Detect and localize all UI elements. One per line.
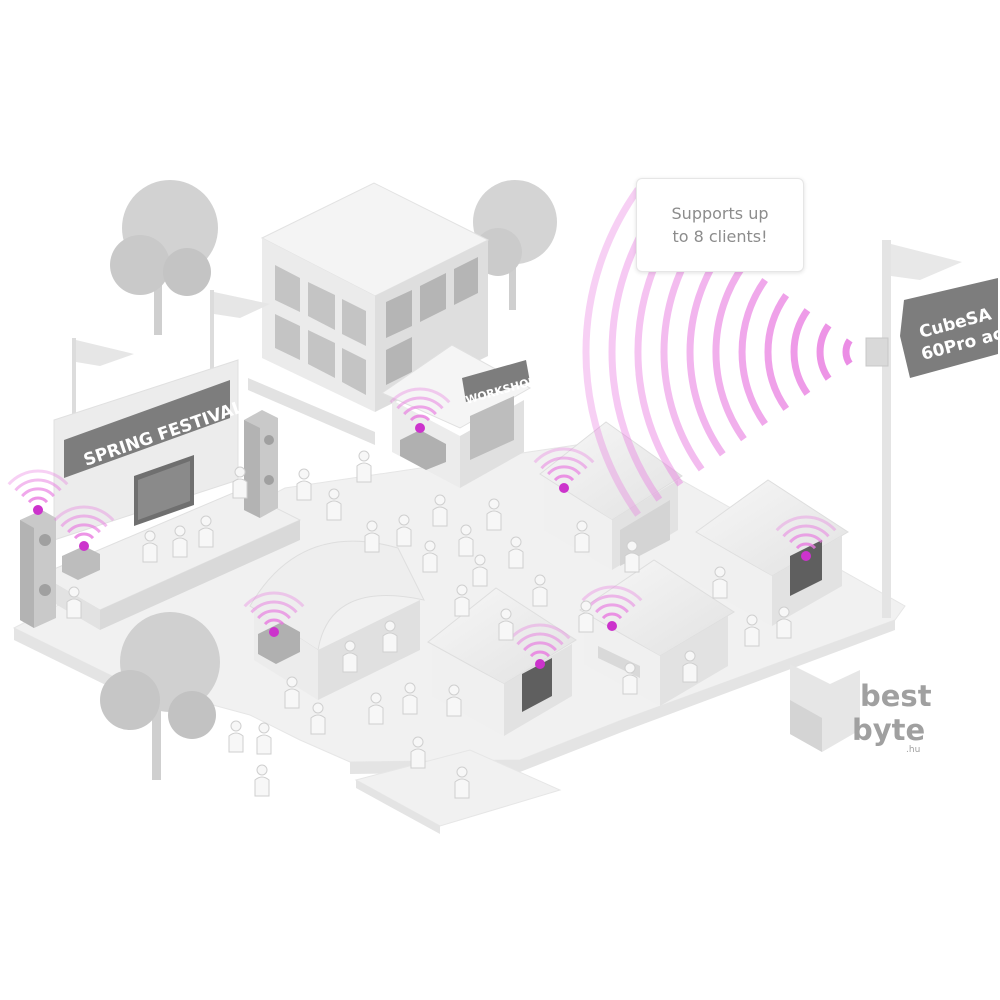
logo-word-byte: byte: [852, 713, 925, 747]
arched-tent: [249, 540, 425, 700]
tent-2: [695, 479, 849, 626]
client-device-dot: [269, 627, 279, 637]
antenna-model-flag: CubeSA 60Pro ac: [900, 278, 1000, 378]
person-icon: [454, 766, 470, 799]
speaker-stack-left: [20, 510, 56, 628]
logo-suffix: .hu: [906, 745, 920, 755]
client-wifi-icon: [775, 515, 837, 561]
person-icon: [574, 520, 590, 553]
client-wifi-icon: [581, 585, 643, 631]
person-icon: [578, 600, 594, 633]
person-icon: [232, 466, 248, 499]
signal-arc: [790, 308, 811, 396]
person-icon: [66, 586, 82, 619]
client-wifi-icon: [389, 387, 451, 433]
flag-left-1: [72, 338, 134, 428]
person-icon: [508, 536, 524, 569]
signal-arc: [712, 262, 747, 442]
person-icon: [364, 520, 380, 553]
client-device-dot: [33, 505, 43, 515]
person-icon: [486, 498, 502, 531]
client-signals: [7, 387, 837, 669]
person-icon: [744, 614, 760, 647]
client-wifi-icon: [509, 623, 571, 669]
person-icon: [284, 676, 300, 709]
person-icon: [326, 488, 342, 521]
client-wifi-icon: [7, 469, 69, 515]
person-icon: [776, 606, 792, 639]
person-icon: [142, 530, 158, 563]
person-icon: [368, 692, 384, 725]
bestbyte-logo: best byte .hu: [790, 664, 932, 755]
person-icon: [342, 640, 358, 673]
flag-left-2: [210, 290, 270, 370]
client-device-dot: [415, 423, 425, 433]
person-icon: [472, 554, 488, 587]
person-icon: [310, 702, 326, 735]
signal-arc: [738, 277, 768, 427]
client-device-dot: [79, 541, 89, 551]
person-icon: [432, 494, 448, 527]
client-support-callout: Supports up to 8 clients!: [636, 178, 804, 272]
tree-left-back: [110, 180, 218, 335]
client-device-dot: [535, 659, 545, 669]
person-icon: [422, 540, 438, 573]
person-icon: [254, 764, 270, 797]
person-icon: [458, 524, 474, 557]
person-icon: [396, 514, 412, 547]
callout-line-1: Supports up: [671, 204, 769, 223]
person-icon: [532, 574, 548, 607]
person-icon: [622, 662, 638, 695]
signal-arc: [842, 338, 853, 366]
person-icon: [256, 722, 272, 755]
person-icon: [228, 720, 244, 753]
antenna-pole: [865, 240, 962, 618]
person-icon: [172, 525, 188, 558]
person-icon: [682, 650, 698, 683]
signal-arc: [582, 187, 641, 517]
person-icon: [498, 608, 514, 641]
tent-4: [579, 559, 735, 706]
client-wifi-icon: [533, 447, 595, 493]
crowd: [66, 450, 792, 799]
client-device-dot: [559, 483, 569, 493]
person-icon: [356, 450, 372, 483]
stage-desk: [62, 546, 100, 580]
person-icon: [382, 620, 398, 653]
person-icon: [296, 468, 312, 501]
logo-word-best: best: [860, 679, 932, 713]
client-wifi-icon: [243, 591, 305, 637]
person-icon: [712, 566, 728, 599]
speaker-stack-right: [244, 410, 278, 518]
signal-arc: [764, 293, 790, 411]
tree-left-front: [100, 612, 220, 780]
client-device-dot: [801, 551, 811, 561]
client-device-dot: [607, 621, 617, 631]
person-icon: [446, 684, 462, 717]
person-icon: [198, 515, 214, 548]
person-icon: [454, 584, 470, 617]
person-icon: [402, 682, 418, 715]
client-wifi-icon: [53, 505, 115, 551]
signal-arc: [686, 247, 726, 457]
callout-line-2: to 8 clients!: [672, 227, 768, 246]
person-icon: [410, 736, 426, 769]
signal-arc: [816, 323, 832, 381]
person-icon: [624, 540, 640, 573]
